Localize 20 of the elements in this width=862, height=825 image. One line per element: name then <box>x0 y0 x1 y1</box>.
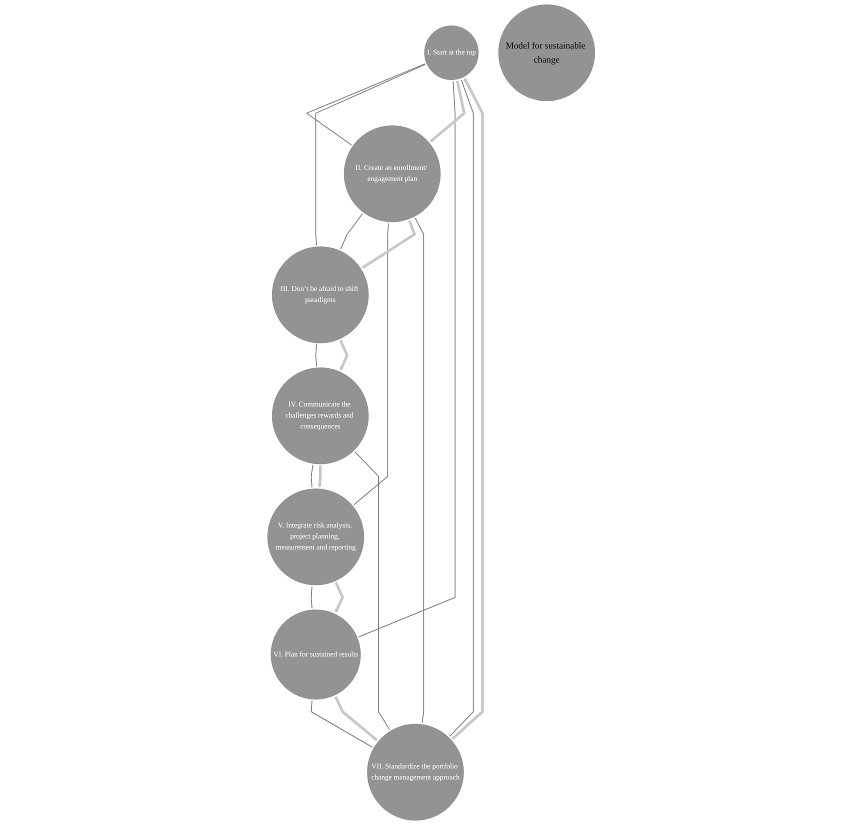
arrow <box>338 339 348 372</box>
connector <box>310 700 374 748</box>
arrow <box>334 695 378 742</box>
connector <box>315 343 317 368</box>
arrow <box>429 80 466 142</box>
connector <box>357 80 456 638</box>
connector <box>448 78 474 738</box>
connector <box>315 64 426 246</box>
connector <box>310 585 312 610</box>
connector <box>354 450 390 731</box>
connector <box>305 63 426 146</box>
arrow <box>450 77 484 740</box>
connector <box>414 216 424 724</box>
node-circle: Model for sustainable change <box>496 2 596 103</box>
arrow <box>334 581 344 614</box>
connector <box>310 464 314 488</box>
arrow <box>318 464 322 488</box>
connector <box>340 212 364 250</box>
connector <box>352 222 389 506</box>
arrow <box>361 219 416 268</box>
